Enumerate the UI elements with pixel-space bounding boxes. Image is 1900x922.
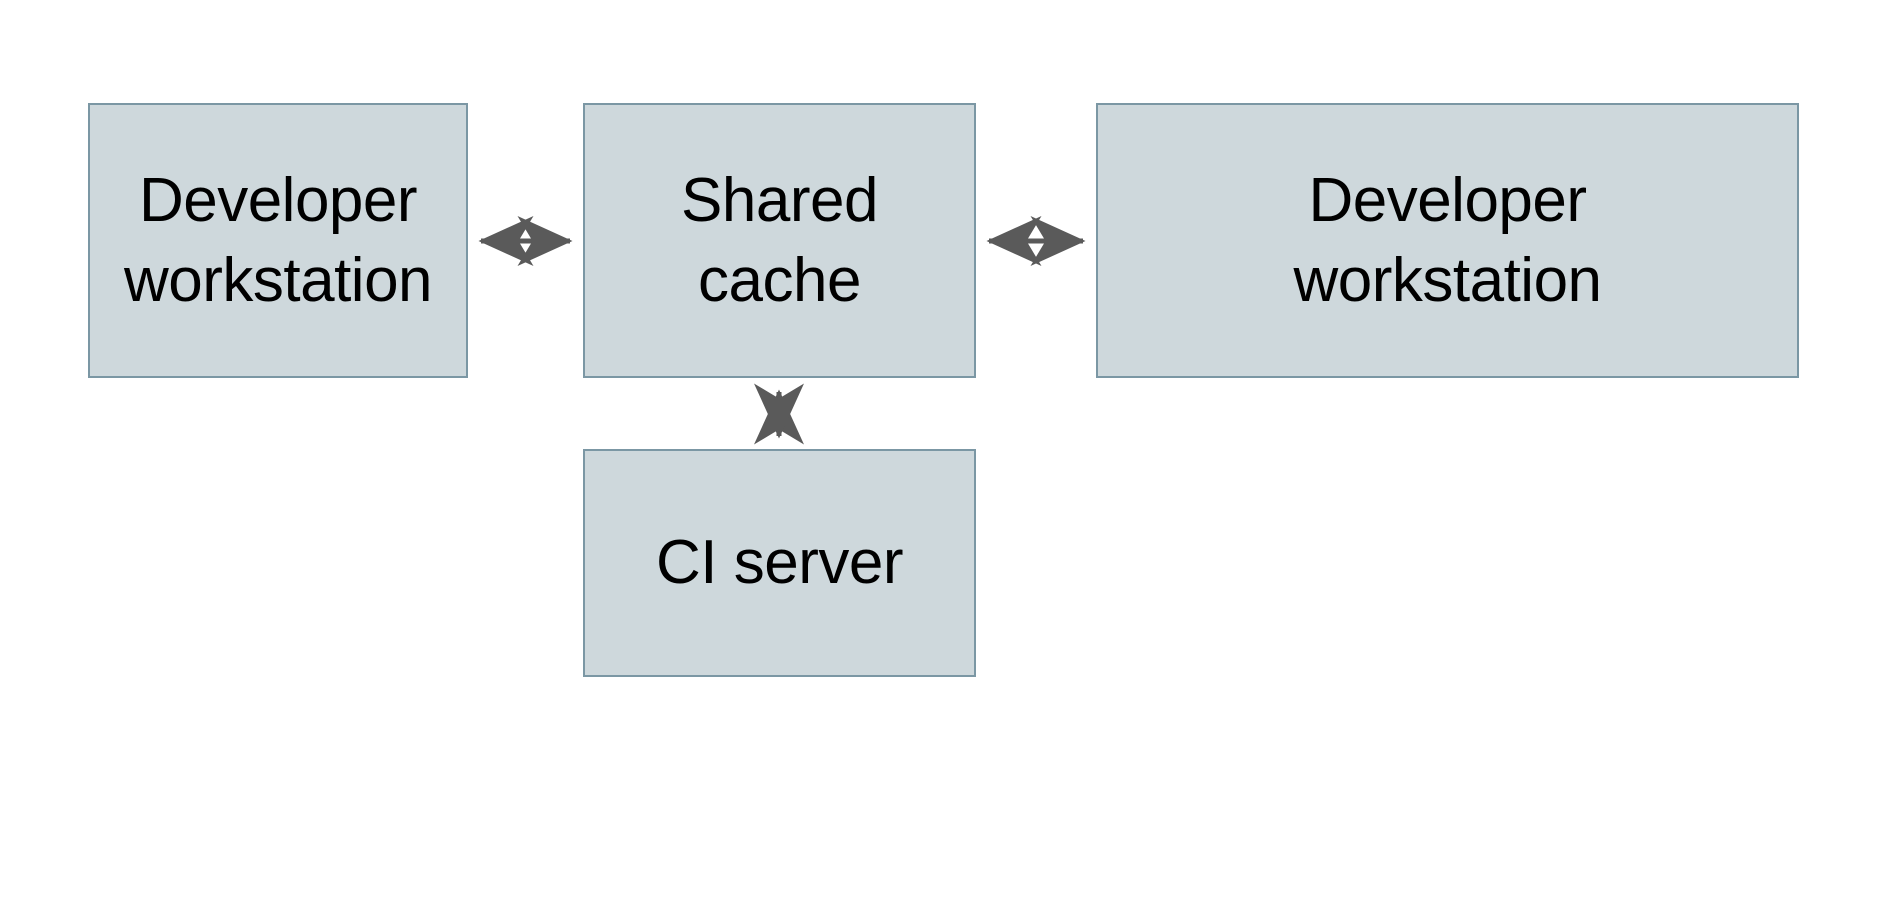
node-label-developer-workstation-left: Developer workstation bbox=[123, 166, 433, 315]
node-shared-cache[interactable]: Shared cache bbox=[583, 103, 976, 378]
node-developer-workstation-left[interactable]: Developer workstation bbox=[88, 103, 468, 378]
node-label-developer-workstation-right: Developer workstation bbox=[1293, 166, 1602, 315]
node-developer-workstation-right[interactable]: Developer workstation bbox=[1096, 103, 1799, 378]
node-ci-server[interactable]: CI server bbox=[583, 449, 976, 677]
node-label-shared-cache: Shared cache bbox=[681, 166, 878, 315]
node-label-ci-server: CI server bbox=[656, 528, 903, 598]
